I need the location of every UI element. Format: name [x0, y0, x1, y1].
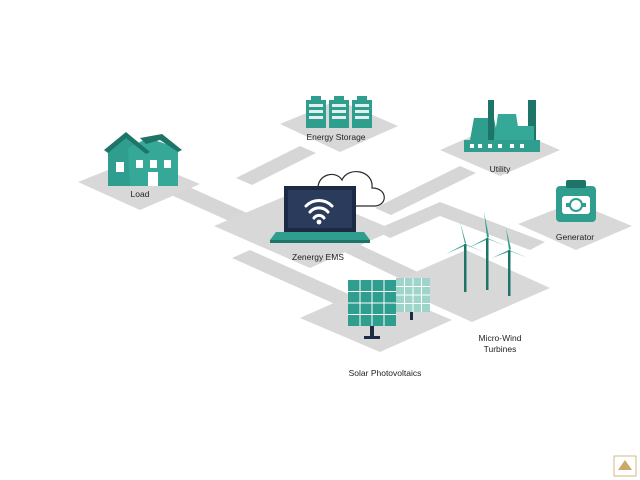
- solar-panel-icon: [348, 278, 430, 339]
- path-ems-solar: [232, 250, 362, 308]
- path-load-ems: [160, 182, 258, 226]
- power-plant-icon: [464, 100, 540, 152]
- label-wind-line1: Micro-Wind: [479, 333, 522, 343]
- battery-bank-icon: [306, 96, 372, 128]
- label-ems: Zenergy EMS: [292, 252, 344, 262]
- generator-icon: [556, 180, 596, 222]
- label-wind-line2: Turbines: [484, 344, 517, 354]
- label-generator: Generator: [556, 232, 594, 242]
- label-solar: Solar Photovoltaics: [349, 368, 422, 378]
- path-ems-storage: [236, 146, 316, 185]
- platform-generator: [518, 202, 632, 250]
- house-icon: [104, 132, 182, 186]
- laptop-wifi-icon: [270, 186, 370, 243]
- watermark-logo: [613, 455, 637, 477]
- wind-turbine-icon: [446, 212, 528, 296]
- path-ems-utility: [375, 166, 476, 215]
- label-utility: Utility: [490, 164, 512, 174]
- path-ems-generator: [375, 202, 545, 250]
- label-load: Load: [131, 189, 150, 199]
- label-energy-storage: Energy Storage: [306, 132, 365, 142]
- platform-wind: [388, 250, 550, 322]
